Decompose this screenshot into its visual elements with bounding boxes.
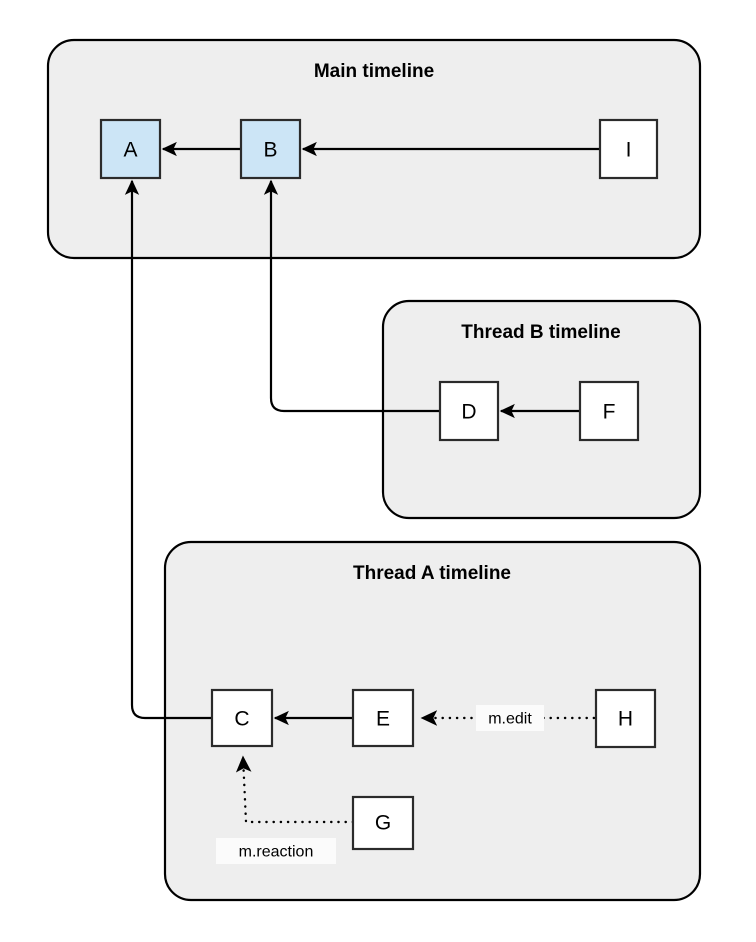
node-a[interactable]: A — [99, 118, 162, 180]
node-e-label: E — [376, 708, 390, 731]
node-b-box — [239, 118, 302, 180]
edge-h-to-e-label: m.edit — [488, 711, 532, 728]
node-d[interactable]: D — [438, 380, 500, 442]
edge-c-to-a-path — [124, 179, 212, 720]
node-f[interactable]: F — [578, 380, 640, 442]
group-thread-b-timeline-title: Thread B timeline — [461, 322, 620, 343]
node-f-box — [578, 380, 640, 442]
group-main-timeline-title: Main timeline — [314, 61, 434, 82]
node-g[interactable]: G — [351, 795, 415, 851]
group-thread-b-timeline[interactable]: Thread B timeline — [381, 299, 702, 520]
node-b-label: B — [263, 139, 277, 162]
node-h[interactable]: H — [594, 688, 657, 749]
edge-h-to-e[interactable]: m.edit — [420, 705, 596, 731]
node-e[interactable]: E — [351, 688, 415, 748]
node-c[interactable]: C — [210, 688, 274, 748]
edge-g-to-c[interactable]: m.reaction — [216, 755, 355, 864]
node-c-label: C — [234, 708, 249, 731]
node-g-label: G — [375, 812, 391, 835]
group-thread-a-timeline-title: Thread A timeline — [353, 563, 511, 584]
node-h-label: H — [618, 708, 633, 731]
node-i-label: I — [626, 139, 632, 162]
edge-g-to-c-path — [235, 755, 355, 824]
node-a-label: A — [123, 139, 137, 162]
node-i-box — [598, 118, 659, 180]
node-e-box — [351, 688, 415, 748]
edge-g-to-c-label-background — [216, 838, 336, 864]
edge-g-to-c-label: m.reaction — [239, 844, 314, 861]
node-c-box — [210, 688, 274, 748]
node-d-box — [438, 380, 500, 442]
node-f-label: F — [603, 401, 616, 424]
node-a-box — [99, 118, 162, 180]
edge-h-to-e-label-background — [476, 705, 544, 731]
node-h-box — [594, 688, 657, 749]
group-thread-b-timeline-box — [381, 299, 702, 520]
node-i[interactable]: I — [598, 118, 659, 180]
node-g-box — [351, 795, 415, 851]
edge-d-to-b-path — [263, 179, 440, 413]
node-d-label: D — [461, 401, 476, 424]
node-b[interactable]: B — [239, 118, 302, 180]
edge-d-to-b[interactable] — [263, 179, 440, 413]
edge-c-to-a[interactable] — [124, 179, 212, 720]
